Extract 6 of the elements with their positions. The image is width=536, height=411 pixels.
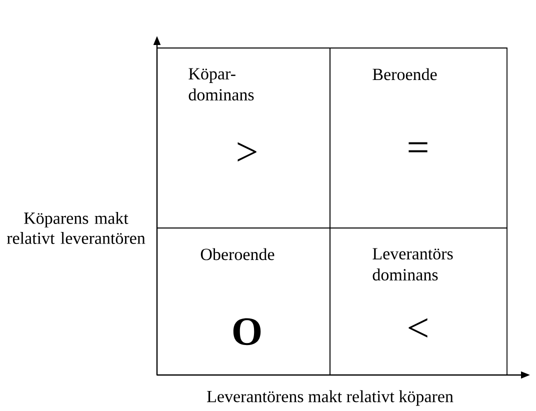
axis-label: Leverantörens makt relativt köparen [207, 390, 454, 406]
quadrant-box: Beroende = [330, 48, 508, 228]
quadrant-box: Leverantörs dominans < [330, 228, 508, 376]
quadrant-box: Oberoende O [156, 228, 330, 376]
quadrant-box: Köpar- dominans > [156, 48, 330, 228]
axis-label: Köparens makt relativt leverantören [6, 212, 146, 244]
